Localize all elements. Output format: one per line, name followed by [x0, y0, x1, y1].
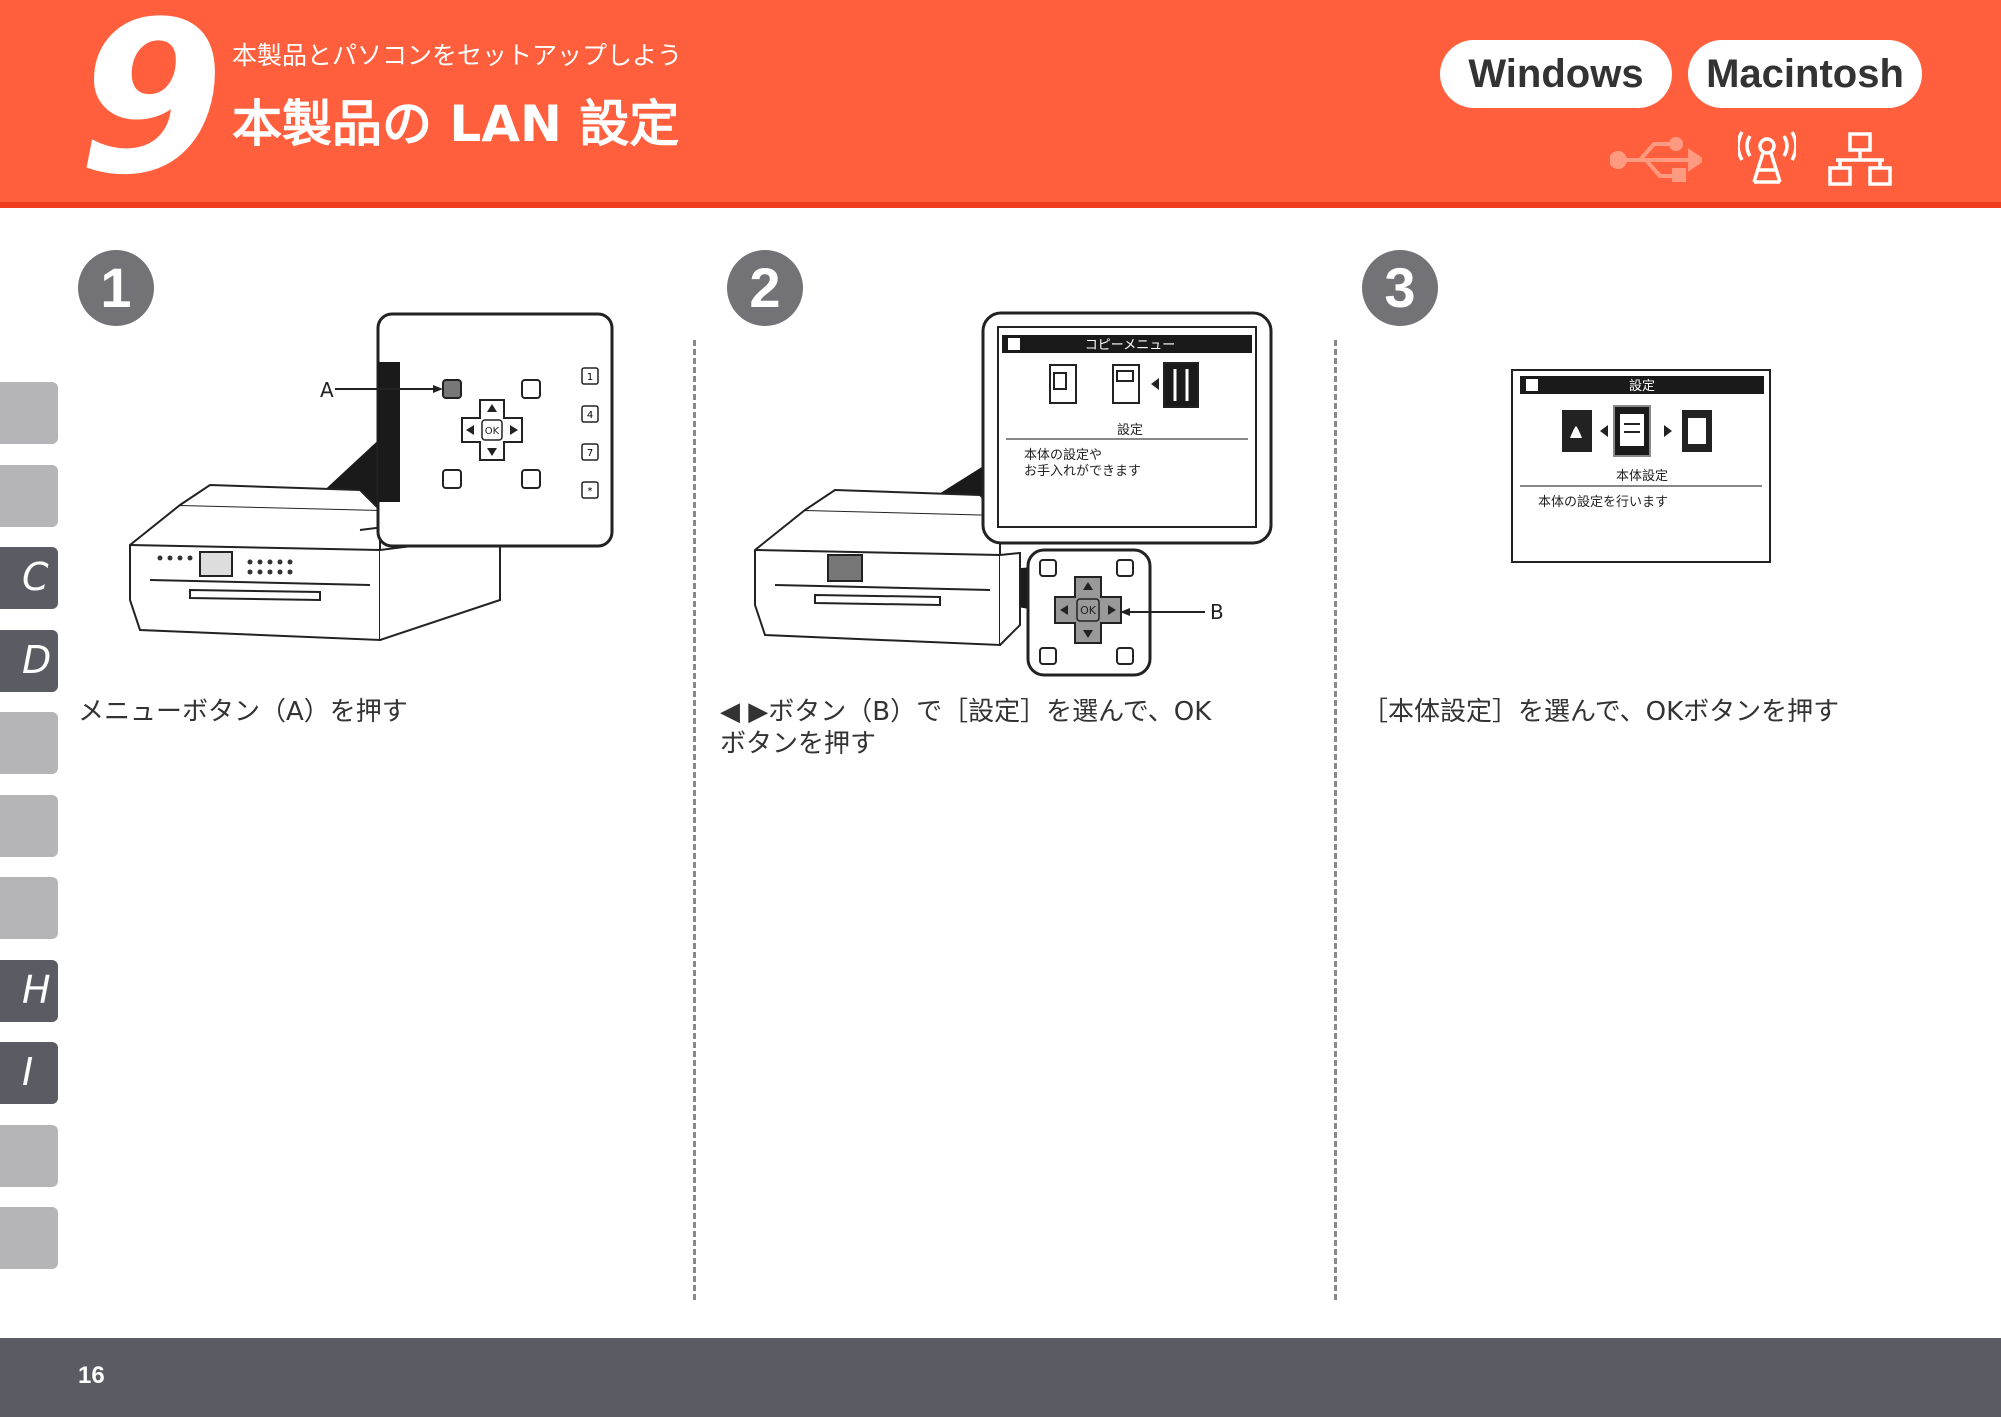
- page-header: 9 本製品とパソコンをセットアップしよう 本製品の LAN 設定 Windows…: [0, 0, 2001, 208]
- section-subtitle: 本製品とパソコンをセットアップしよう: [232, 41, 683, 70]
- chapter-tab-h[interactable]: H: [0, 960, 58, 1022]
- step-2-badge: 2: [727, 250, 803, 326]
- page-footer: 16: [0, 1338, 2001, 1417]
- settings-icon-selected: [1163, 362, 1199, 408]
- settings-icon: [1526, 379, 1538, 391]
- step-1-illustration: A OK 1 4 7 *: [129, 312, 614, 642]
- wireless-icon: [1738, 131, 1796, 184]
- chapter-tab-d[interactable]: D: [0, 630, 58, 692]
- key-star[interactable]: *: [588, 486, 593, 497]
- os-badge-macintosh: Macintosh: [1688, 40, 1922, 108]
- section-number: 9: [78, 0, 224, 221]
- chapter-tab-letter: D: [22, 638, 52, 682]
- left-arrow-icon: [466, 425, 474, 435]
- chapter-tab-c[interactable]: C: [0, 547, 58, 609]
- chapter-tab[interactable]: [0, 712, 58, 774]
- callout-label-b: B: [1210, 600, 1224, 624]
- usb-icon: [1610, 137, 1702, 182]
- step-2-illustration: コピーメニュー 設定 本体の設定や お手入れができます OK B: [754, 311, 1273, 677]
- ok-button[interactable]: [481, 419, 503, 441]
- step-2-instruction-line2: ボタンを押す: [720, 729, 877, 759]
- step-2-instruction-line1: ◀ ▶ボタン（B）で［設定］を選んで、OK: [720, 697, 1212, 727]
- back-button[interactable]: [521, 379, 541, 399]
- left-function-button[interactable]: [442, 469, 462, 489]
- key-4[interactable]: 4: [587, 410, 593, 421]
- section-title: 本製品の LAN 設定: [232, 95, 680, 153]
- left-arrow-icon: [1151, 378, 1159, 390]
- up-arrow-icon: [1083, 582, 1093, 590]
- copy-menu-icons: [1049, 362, 1199, 408]
- lcd-selected-label: 設定: [1117, 422, 1143, 438]
- step-3-lcd: 設定 本体設定 本体の設定を行います: [1511, 369, 1771, 563]
- lcd-selected-label: 本体設定: [1616, 468, 1668, 484]
- chapter-tab-letter: C: [22, 555, 49, 599]
- chapter-tab[interactable]: [0, 382, 58, 444]
- callout-label-a: A: [320, 378, 334, 402]
- key-1[interactable]: 1: [587, 372, 593, 383]
- lcd-description: 本体の設定を行います: [1538, 494, 1668, 510]
- key-7[interactable]: 7: [587, 448, 593, 459]
- chapter-tab[interactable]: [0, 795, 58, 857]
- chapter-tab-letter: I: [22, 1050, 34, 1094]
- lcd-description-line1: 本体の設定や: [1024, 447, 1102, 463]
- right-arrow-icon: [1108, 605, 1116, 615]
- step-1-instruction: メニューボタン（A）を押す: [78, 697, 408, 727]
- chapter-tab[interactable]: [0, 1125, 58, 1187]
- down-arrow-icon: [1083, 630, 1093, 638]
- lcd-header: 設定: [1629, 378, 1655, 394]
- up-arrow-icon: [487, 404, 497, 412]
- right-function-button[interactable]: [521, 469, 541, 489]
- chapter-tab-i[interactable]: I: [0, 1042, 58, 1104]
- step-1-badge: 1: [78, 250, 154, 326]
- wired-network-icon: [1828, 132, 1892, 186]
- step-3-badge: 3: [1362, 250, 1438, 326]
- chapter-tab[interactable]: [0, 1207, 58, 1269]
- right-arrow-icon: [1664, 425, 1672, 437]
- printer-illustration: [754, 488, 1021, 647]
- lcd-description-line2: お手入れができます: [1024, 464, 1141, 479]
- os-badge-windows: Windows: [1440, 40, 1672, 108]
- step-divider-1: [693, 340, 696, 1300]
- copy-icon: [1008, 338, 1020, 350]
- right-arrow-icon: [510, 425, 518, 435]
- ok-button-label: OK: [1080, 604, 1097, 617]
- chapter-tab[interactable]: [0, 465, 58, 527]
- step-divider-2: [1334, 340, 1337, 1300]
- ok-button[interactable]: [1076, 598, 1100, 622]
- page-number: 16: [78, 1362, 105, 1389]
- step-3-instruction: ［本体設定］を選んで、OKボタンを押す: [1362, 697, 1840, 727]
- chapter-tab[interactable]: [0, 877, 58, 939]
- ok-button-label: OK: [485, 426, 500, 437]
- settings-menu-icons: [1562, 405, 1712, 457]
- left-arrow-icon: [1600, 425, 1608, 437]
- menu-button[interactable]: [442, 379, 462, 399]
- left-arrow-icon: [1060, 605, 1068, 615]
- chapter-tab-letter: H: [22, 968, 51, 1012]
- down-arrow-icon: [487, 448, 497, 456]
- numeric-keypad: 1 4 7 *: [581, 367, 599, 499]
- lcd-header: コピーメニュー: [1085, 338, 1175, 353]
